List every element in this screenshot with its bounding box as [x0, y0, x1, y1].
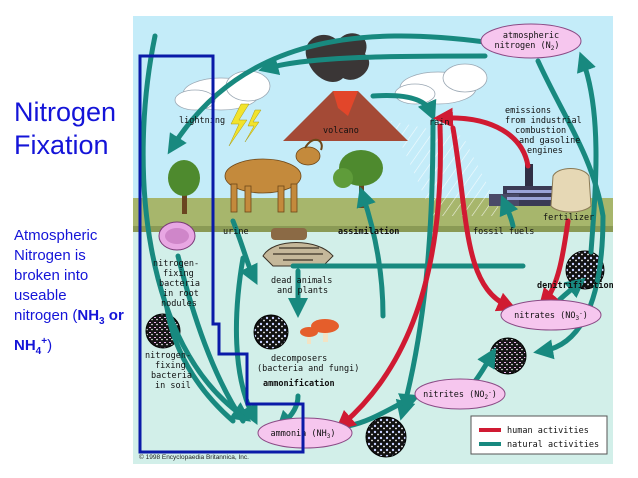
decomposer-circle — [253, 314, 289, 350]
nitrates-label: nitrates (NO3-) — [514, 310, 588, 322]
close-paren: ) — [47, 337, 53, 354]
root-nodule-blob — [158, 221, 196, 251]
lightning-bolts — [228, 103, 262, 147]
dead-label-2: and plants — [277, 286, 328, 296]
soil-bacteria-label-1: nitrogen- — [145, 351, 191, 361]
nh3-base: NH — [77, 307, 100, 324]
urine-label: urine — [223, 227, 249, 237]
arrow-lightning-to-ammonia — [140, 33, 252, 422]
root-bacteria-label-1: nitrogen- — [153, 259, 199, 269]
soil-bacteria-label-3: bacteria — [151, 371, 192, 381]
legend-human-label: human activities — [507, 426, 589, 436]
emissions-label-5: engines — [527, 146, 563, 156]
denitrification-label: denitrification — [537, 280, 613, 291]
nh4-sub: 4 — [35, 346, 42, 357]
atm-label-1: atmospheric — [503, 31, 559, 41]
arrow-denit-to-atmosphere — [577, 51, 599, 255]
nitrites-label: nitrites (NO2-) — [423, 389, 497, 401]
arrow-rain-to-nitrates — [450, 125, 518, 312]
title-line-2: Fixation — [14, 130, 109, 160]
volcano-label: volcano — [323, 126, 359, 136]
title-line-1: Nitrogen — [14, 97, 117, 127]
body-line-3: broken into — [14, 267, 89, 284]
ammonification-label: ammonification — [263, 378, 335, 389]
legend: human activities natural activities — [470, 415, 608, 455]
nitrites-pill — [414, 378, 506, 410]
nitrite-bacteria-circle — [365, 416, 407, 458]
or-text: or — [104, 307, 124, 324]
arrow-soil-bacteria — [164, 305, 236, 424]
nh4-formula: NH4+ — [14, 336, 48, 357]
ammonia-pill — [257, 417, 353, 449]
root-bacteria-label-4: in root — [163, 289, 199, 299]
emissions-label-3: combustion — [515, 126, 566, 136]
arrow-assimilation — [356, 186, 386, 319]
highlight-frame — [138, 54, 305, 454]
body-line-2: Nitrogen is — [14, 247, 86, 264]
nitrate-bacteria-circle — [489, 337, 527, 375]
mushroom-illustration — [300, 319, 339, 344]
ammonia-label: ammonia (NH3) — [270, 429, 335, 440]
fossil-fuels-label: fossil fuels — [473, 227, 534, 237]
nitrogen-cycle-diagram: atmospheric nitrogen (N2) lightning volc… — [133, 16, 613, 464]
arrow-rain-to-ammonia-red — [335, 123, 443, 431]
emissions-label-4: and gasoline — [519, 136, 580, 146]
arrow-emissions-to-rain — [433, 107, 531, 169]
soil-bacteria-label-2: fixing — [155, 361, 186, 371]
arrow-fossil-fuels — [499, 194, 519, 229]
body-line-6: NH4+) — [14, 332, 139, 362]
copyright-text: © 1998 Encyclopaedia Britannica, Inc. — [139, 453, 249, 461]
soil-bacteria-label-4: in soil — [155, 381, 191, 391]
body-line-5: nitrogen (NH3 or — [14, 306, 139, 332]
body-line-1: Atmospheric — [14, 227, 98, 244]
atmospheric-nitrogen-pill — [480, 23, 582, 59]
emissions-label-1: emissions — [505, 106, 551, 116]
nh4-sup: + — [41, 336, 48, 347]
arrow-root-nodules — [175, 253, 246, 424]
arrow-volcano-to-rain — [370, 93, 437, 122]
fertilizer-sack — [550, 168, 592, 213]
middle-tree — [333, 150, 383, 208]
rain-streaks — [391, 121, 503, 216]
arrow-fertilizer-to-nitrates — [538, 218, 571, 309]
assimilation-label: assimilation — [338, 226, 399, 237]
rain-label: rain — [429, 118, 449, 128]
slide-body-text: Atmospheric Nitrogen is broken into usea… — [14, 226, 139, 362]
body-line-4: useable — [14, 287, 67, 304]
body-text-nitrogen: nitrogen ( — [14, 307, 78, 324]
nitrates-pill — [500, 299, 602, 331]
legend-natural-label: natural activities — [507, 440, 599, 450]
fertilizer-label: fertilizer — [543, 213, 594, 223]
arrow-atmosphere-to-nitrates — [533, 58, 606, 360]
human-arrows — [335, 107, 571, 431]
decomposers-label-2: (bacteria and fungi) — [257, 364, 359, 374]
emissions-label-2: from industrial — [505, 116, 582, 126]
dead-animals-illustration — [262, 228, 334, 267]
root-bacteria-label-2: fixing — [163, 269, 194, 279]
arrow-urine-to-dead — [230, 218, 258, 285]
lightning-label: lightning — [179, 116, 225, 126]
nh3-sub: 3 — [99, 316, 105, 327]
goat-illustration — [224, 138, 323, 213]
root-bacteria-label-5: nodules — [161, 299, 197, 309]
root-bacteria-label-3: bacteria — [159, 279, 200, 289]
arrow-atmosphere-to-cloud — [258, 53, 488, 76]
arrow-atmosphere-to-tree — [167, 33, 488, 155]
left-tree — [168, 160, 200, 214]
decomposers-label-1: decomposers — [271, 354, 327, 364]
nh3-formula: NH3 or — [77, 307, 124, 327]
atm-label-2: nitrogen (N2) — [494, 41, 559, 52]
slide-title: Nitrogen Fixation — [14, 96, 139, 162]
nh4-base: NH — [14, 337, 36, 354]
dead-label-1: dead animals — [271, 276, 332, 286]
